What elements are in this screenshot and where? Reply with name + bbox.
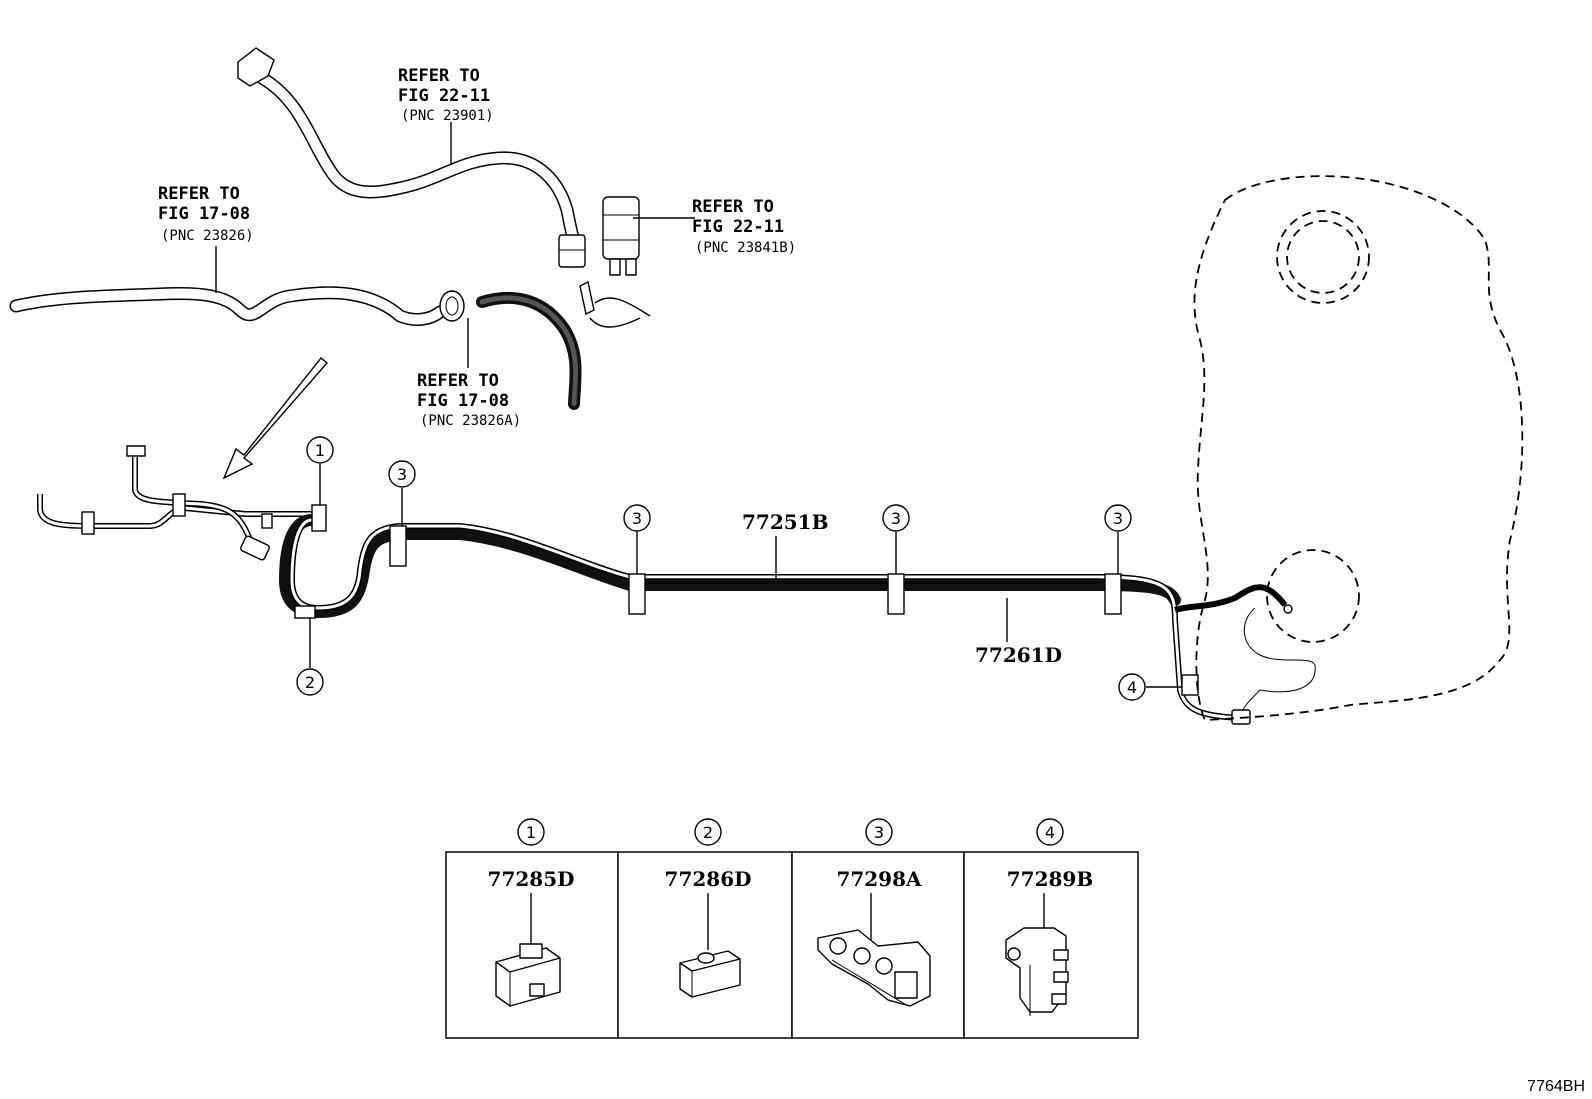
ref-line2: FIG 17-08 [417,391,509,411]
legend-part-number: 77286D [665,867,752,891]
clamp-3b-on-tube [628,573,646,615]
hose-quick-connector-icon [558,234,586,268]
clamp-cap-icon [679,950,741,998]
ref-line1: REFER TO [692,197,774,217]
callout-3b: 3 [623,504,651,574]
clamp-2-on-tube [294,605,316,619]
clamp-3c-on-tube [887,573,905,615]
vsv-valve [594,196,651,317]
hose-clamp-icon [439,290,465,322]
callout-number: 3 [632,509,642,528]
valve-body-icon [602,196,640,260]
legend-cell-1: 1 77285D [445,818,619,1039]
ref-line1: REFER TO [158,184,240,204]
callout-3d: 3 [1104,504,1132,574]
ref-leaders [215,122,695,368]
callout-number: 3 [397,465,407,484]
callout-2: 2 [296,618,324,696]
clamp-3a-on-tube [389,525,407,567]
fuel-tank-outline [1193,175,1524,721]
ref-line1: REFER TO [417,371,499,391]
ref-fig22-11-a: REFER TO FIG 22-11 (PNC 23901) [398,66,494,124]
callout-4: 4 [1118,673,1182,701]
callout-number: 3 [1113,509,1123,528]
callout-number: 4 [1127,678,1137,697]
long-hose [9,286,465,326]
callout-number: 3 [891,509,901,528]
clamp-1-on-tube [311,504,327,532]
legend-part-number: 77289B [1007,867,1093,891]
ref-line2: FIG 22-11 [692,217,784,237]
legend-number: 4 [1045,823,1055,842]
ref-line1: REFER TO [398,66,480,86]
callout-3a: 3 [388,460,416,526]
corrugated-hose [476,280,641,410]
upper-hose [237,47,586,268]
legend-number: 3 [874,823,884,842]
bracket-clip-icon [1005,927,1069,1016]
part-label-77261D: 77261D [975,643,1062,667]
callout-number: 2 [305,673,315,692]
figure-id: 7764BH [1527,1078,1585,1095]
legend-cell-2: 2 77286D [617,818,793,1039]
tube-clamps [294,504,1199,696]
ref-line2: FIG 22-11 [398,86,490,106]
legend-cell-4: 4 77289B [963,818,1139,1039]
legend-part-number: 77298A [836,867,922,891]
callout-number: 1 [315,441,325,460]
direction-arrow-icon [222,357,328,480]
ref-fig17-08-b: REFER TO FIG 17-08 (PNC 23826A) [417,371,521,429]
legend-part-number: 77285D [488,867,575,891]
part-label-77251B: 77251B [742,510,828,534]
left-tube-assembly [37,445,312,561]
ref-fig22-11-b: REFER TO FIG 22-11 (PNC 23841B) [692,197,796,256]
hose-end-connector-icon [237,47,275,87]
clamp-4-on-tube [1181,674,1199,696]
tube-end-cap-icon [126,445,146,457]
legend-number: 1 [526,823,536,842]
legend-cell-3: 3 77298A [791,818,965,1039]
ref-pnc: (PNC 23826) [161,228,254,244]
ref-pnc: (PNC 23826A) [420,413,521,429]
ref-fig17-08-a: REFER TO FIG 17-08 (PNC 23826) [158,184,254,244]
clamp-3d-on-tube [1104,573,1122,615]
legend-table: 1 77285D 2 77286D [445,818,1139,1039]
callout-3c: 3 [882,504,910,574]
callout-1: 1 [306,436,334,505]
legend-number: 2 [703,823,713,842]
main-tube-run [278,514,1316,725]
ref-line2: FIG 17-08 [158,204,250,224]
multi-tube-clamp-icon [817,929,931,1007]
ref-pnc: (PNC 23901) [401,108,494,124]
ref-pnc: (PNC 23841B) [695,240,796,256]
clamp-block-icon [495,943,561,1007]
